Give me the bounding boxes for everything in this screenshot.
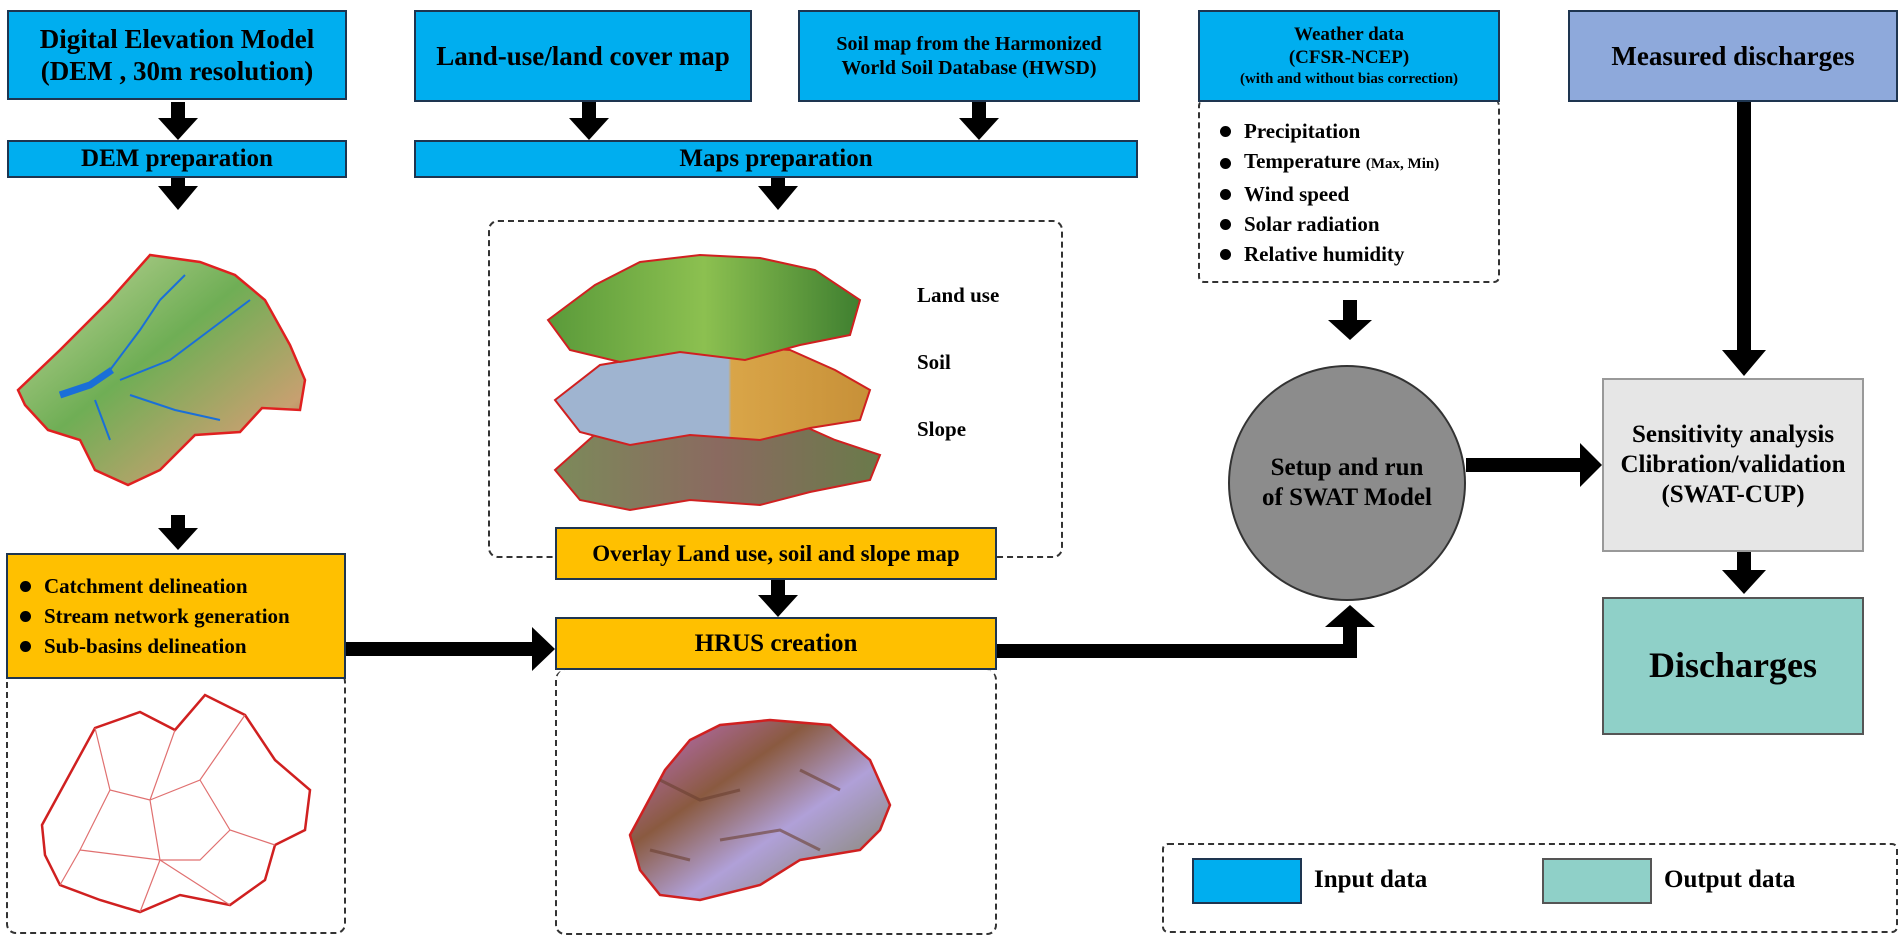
list-item: Relative humidity <box>1216 239 1439 269</box>
landuse-input-box: Land-use/land cover map <box>414 10 752 102</box>
hrus-map <box>628 718 892 902</box>
discharges-label: Discharges <box>1649 645 1817 686</box>
legend-input-label: Input data <box>1314 866 1428 893</box>
hrus-creation-box: HRUS creation <box>555 617 997 670</box>
dem-title: Digital Elevation Model <box>39 23 315 54</box>
weather-title: Weather data <box>1294 24 1404 46</box>
list-item: Precipitation <box>1216 116 1439 146</box>
cup-line3: (SWAT-CUP) <box>1661 481 1805 508</box>
landuse-title: Land-use/land cover map <box>436 40 730 71</box>
soil-input-box: Soil map from the Harmonized World Soil … <box>798 10 1140 102</box>
weather-source: (CFSR-NCEP) <box>1288 47 1410 68</box>
layer-label-landuse: Land use <box>917 283 1000 307</box>
dem-preparation-label: DEM preparation <box>81 145 273 172</box>
weather-note: (with and without bias correction) <box>1239 70 1459 87</box>
overlay-box: Overlay Land use, soil and slope map <box>555 527 997 580</box>
maps-preparation-box: Maps preparation <box>414 140 1138 178</box>
flow-arrows <box>158 102 1766 671</box>
weather-input-box: Weather data (CFSR-NCEP) (with and witho… <box>1198 10 1500 102</box>
overlay-label: Overlay Land use, soil and slope map <box>592 540 960 566</box>
swat-line1: Setup and run <box>1270 454 1424 481</box>
dem-map <box>16 253 307 487</box>
legend-input-swatch <box>1192 858 1302 904</box>
dem-input-box: Digital Elevation Model (DEM , 30m resol… <box>7 10 347 100</box>
dem-resolution: (DEM , 30m resolution) <box>40 56 314 86</box>
soil-title-line2: World Soil Database (HWSD) <box>841 57 1097 79</box>
legend <box>1162 843 1898 933</box>
swat-cup-box: Sensitivity analysis Clibration/validati… <box>1602 378 1864 552</box>
list-item: Stream network generation <box>16 601 290 631</box>
measured-discharges-box: Measured discharges <box>1568 10 1898 102</box>
catchment-process-box: Catchment delineation Stream network gen… <box>6 553 346 679</box>
list-item: Catchment delineation <box>16 571 290 601</box>
cup-line2: Clibration/validation <box>1620 451 1846 478</box>
layer-maps <box>546 253 882 512</box>
maps-preparation-label: Maps preparation <box>679 145 873 172</box>
list-item: Temperature (Max, Min) <box>1216 146 1439 179</box>
hrus-map-panel <box>555 670 997 935</box>
subbasin-map-panel <box>6 672 346 934</box>
soil-title-line1: Soil map from the Harmonized <box>836 33 1102 55</box>
discharges-output-box: Discharges <box>1602 597 1864 735</box>
weather-variables-panel <box>1198 100 1500 283</box>
subbasin-map <box>40 693 312 914</box>
list-item: Solar radiation <box>1216 209 1439 239</box>
measured-title: Measured discharges <box>1611 40 1855 71</box>
layer-label-slope: Slope <box>917 417 967 441</box>
legend-output-label: Output data <box>1664 866 1796 893</box>
list-item: Wind speed <box>1216 179 1439 209</box>
catchment-steps-list: Catchment delineation Stream network gen… <box>16 571 290 661</box>
legend-output-swatch <box>1542 858 1652 904</box>
list-item: Sub-basins delineation <box>16 631 290 661</box>
swat-line2: of SWAT Model <box>1262 484 1432 511</box>
cup-line1: Sensitivity analysis <box>1631 421 1835 448</box>
hrus-creation-label: HRUS creation <box>694 629 858 657</box>
dem-preparation-box: DEM preparation <box>7 140 347 178</box>
weather-variable-list: Precipitation Temperature (Max, Min) Win… <box>1216 116 1439 269</box>
layer-label-soil: Soil <box>917 350 951 374</box>
swat-model-circle: Setup and run of SWAT Model <box>1228 365 1466 601</box>
